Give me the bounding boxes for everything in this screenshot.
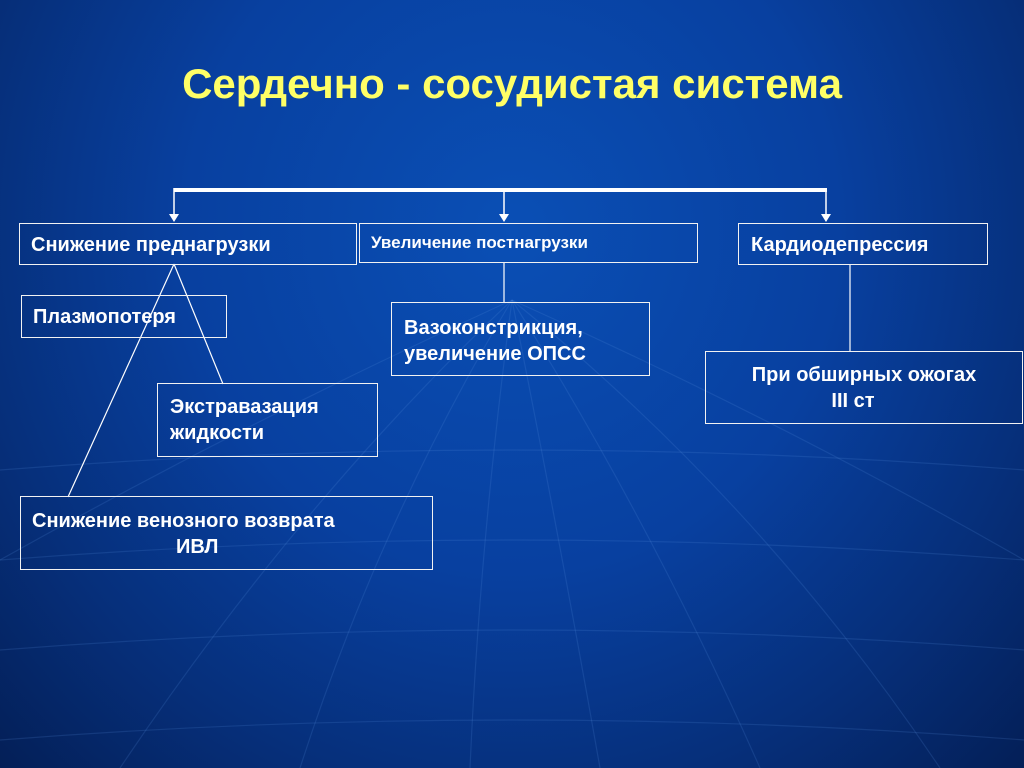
node-afterload-label: Увеличение постнагрузки [371,233,588,252]
node-cardiodepression-label: Кардиодепрессия [751,234,929,256]
node-vasoconstriction: Вазоконстрикция, увеличение ОПСС [391,302,650,376]
node-vasoconstriction-line2: увеличение ОПСС [404,343,586,365]
preload-to-venous-line [67,263,175,498]
node-venous-line1: Снижение венозного возврата [32,510,335,532]
node-vasoconstriction-line1: Вазоконстрикция, [404,317,583,339]
arrowhead-left [169,214,179,222]
node-plasma-loss-label: Плазмопотеря [33,306,176,328]
node-preload-label: Снижение преднагрузки [31,234,271,256]
node-extravasation: Экстравазация жидкости [157,383,378,457]
page-title: Сердечно - сосудистая система [182,60,842,107]
node-venous-return: Снижение венозного возврата ИВЛ [20,496,433,570]
node-preload-reduction: Снижение преднагрузки [19,223,357,265]
node-venous-line2: ИВЛ [176,536,219,558]
arrowhead-right [821,214,831,222]
node-afterload-increase: Увеличение постнагрузки [359,223,698,263]
arrowhead-center [499,214,509,222]
preload-to-extravasation-line [173,263,224,385]
node-burns-line1: При обширных ожогах [751,364,977,386]
node-cardiodepression: Кардиодепрессия [738,223,988,265]
node-extravasation-line1: Экстравазация [170,396,319,418]
node-extensive-burns: При обширных ожогах III ст [705,351,1023,424]
node-extravasation-line2: жидкости [170,422,265,444]
node-plasma-loss: Плазмопотеря [21,295,227,338]
node-burns-line2: III ст [831,390,875,412]
